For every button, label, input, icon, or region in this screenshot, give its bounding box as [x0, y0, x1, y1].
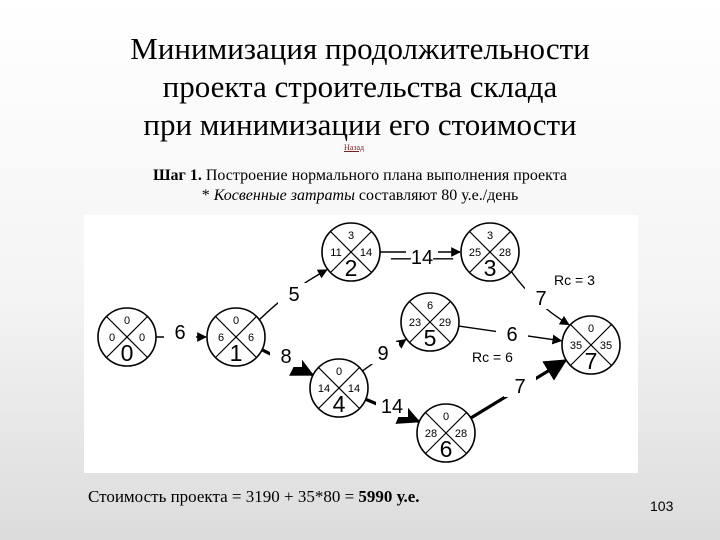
cost-total: 5990 у.е.	[358, 487, 420, 506]
edge-label-bg-0-1	[164, 321, 196, 343]
step-line-1: Шаг 1. Построение нормального плана выпо…	[80, 166, 640, 186]
node-slack: 3	[348, 230, 354, 242]
node-early-time: 28	[425, 428, 437, 440]
edge-duration-label: 14	[381, 396, 403, 418]
title-line-2: проекта строительства склада	[162, 69, 558, 104]
title-line-3: при минимизации его стоимости	[143, 107, 577, 142]
node-early-time: 0	[109, 332, 115, 344]
title-line-1: Минимизация продолжительности	[130, 31, 590, 66]
node-slack: 0	[336, 366, 342, 378]
edge-label-bg-4-6	[376, 395, 408, 417]
edge-duration-label: —14—	[391, 247, 453, 269]
node-early-time: 6	[218, 332, 224, 344]
reserve-label: Rc = 3	[554, 272, 595, 288]
node-number: 3	[484, 255, 497, 281]
node-early-time: 11	[330, 247, 341, 259]
edge-duration-label: 8	[280, 346, 291, 368]
node-slack: 0	[588, 323, 594, 335]
edge-label-bg-1-4	[270, 345, 302, 367]
step-line-2: * Косвенные затраты составляют 80 у.е./д…	[80, 186, 640, 206]
node-number: 7	[585, 348, 598, 374]
event-node-5: 6 23 295	[400, 292, 460, 352]
node-late-time: 14	[348, 383, 360, 395]
node-early-time: 35	[570, 340, 582, 352]
edge-duration-label: 7	[514, 376, 525, 398]
edge-duration-label: 9	[377, 343, 388, 365]
project-cost: Стоимость проекта = 3190 + 35*80 = 5990 …	[88, 487, 420, 507]
slide-title: Минимизация продолжительности проекта ст…	[60, 30, 660, 144]
step-note-rest: составляют 80 у.е./день	[354, 187, 519, 204]
node-late-time: 14	[360, 247, 372, 259]
edge-label-bg-2-3	[406, 246, 438, 268]
node-slack: 3	[487, 230, 493, 242]
event-node-7: 0 35 357	[561, 315, 621, 375]
node-slack: 0	[124, 315, 130, 327]
node-early-time: 25	[469, 247, 481, 259]
step-note-italic: Косвенные затраты	[213, 187, 355, 204]
node-late-time: 0	[139, 332, 145, 344]
node-late-time: 29	[439, 317, 451, 329]
node-number: 1	[230, 340, 243, 366]
event-node-2: 3 11 142	[321, 222, 381, 282]
cost-formula: Стоимость проекта = 3190 + 35*80 =	[88, 487, 359, 506]
edge-duration-label: 6	[506, 324, 517, 346]
node-number: 4	[333, 391, 346, 417]
page-number: 103	[650, 498, 674, 514]
event-node-1: 06 61	[206, 307, 266, 367]
node-slack: 0	[233, 315, 239, 327]
edge-label-bg-6-7	[504, 375, 536, 397]
node-number: 6	[440, 436, 453, 462]
step-label: Шаг 1.	[152, 167, 202, 184]
node-number: 0	[121, 340, 134, 366]
step-text: Построение нормального плана выполнения …	[205, 167, 567, 184]
edge-label-bg-1-2	[278, 283, 310, 305]
node-late-time: 35	[600, 340, 612, 352]
step-description: Шаг 1. Построение нормального плана выпо…	[80, 166, 640, 206]
node-slack: 6	[427, 300, 433, 312]
reserve-label: Rc = 6	[472, 349, 513, 365]
edge-label-bg-3-7	[525, 287, 557, 309]
node-early-time: 14	[318, 383, 330, 395]
edge-duration-label: 6	[174, 322, 185, 344]
back-link[interactable]: Назад	[344, 143, 365, 152]
node-early-time: 23	[409, 317, 421, 329]
node-late-time: 28	[499, 247, 511, 259]
node-number: 5	[424, 325, 437, 351]
node-slack: 0	[443, 411, 449, 423]
node-late-time: 28	[455, 428, 467, 440]
event-node-4: 0 14 144	[309, 358, 369, 418]
event-node-6: 0 28 286	[416, 403, 476, 463]
node-late-time: 6	[248, 332, 254, 344]
node-number: 2	[345, 255, 358, 281]
step-note-prefix: *	[201, 187, 214, 204]
edge-duration-label: 5	[288, 284, 299, 306]
edge-label-bg-4-5	[367, 342, 399, 364]
edge-duration-label: 7	[535, 288, 546, 310]
edge-label-bg-5-7	[496, 323, 528, 345]
